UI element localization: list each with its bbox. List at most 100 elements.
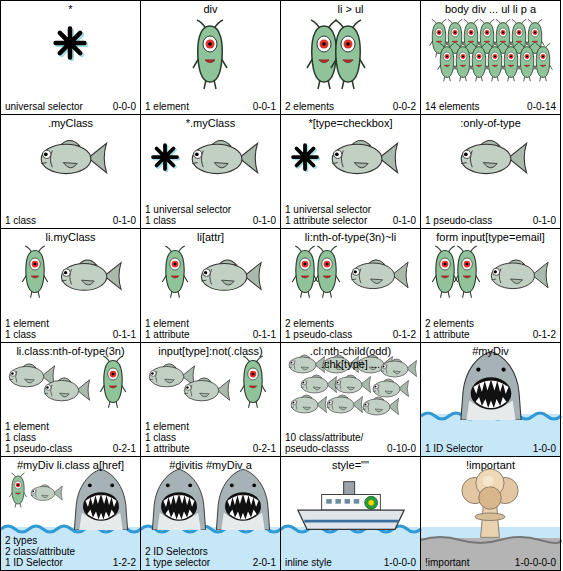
breakdown-line: 1 pseudo-class (285, 329, 389, 340)
specificity-panel: *.myClass 1 universal selector1 class 0-1-… (140, 114, 281, 229)
plankton (331, 20, 365, 89)
specificity-panel: li:nth-of-type(3n)~li2 elements1 pseudo-… (280, 228, 421, 343)
specificity-panel: #divitis #myDiv a2 ID Selectors1 type se… (140, 456, 281, 571)
panel-footer: 2 elements1 attribute0-1-2 (425, 318, 556, 340)
breakdown-line: 1 pseudo-class (5, 443, 109, 454)
selector-title: style="" (285, 459, 416, 472)
fish (461, 141, 526, 174)
panel-footer: 1 class 0-1-0 (5, 215, 136, 226)
universal-star (153, 145, 179, 171)
fish (201, 260, 261, 290)
shark (74, 469, 127, 530)
universal-star (56, 29, 87, 60)
selector-breakdown: 1 universal selector1 class (145, 204, 249, 226)
shark (216, 469, 269, 530)
panel-footer: 2 elements 0-0-2 (285, 101, 416, 112)
breakdown-line: 1 ID Selector (425, 443, 529, 454)
selector-title: #myDiv (425, 345, 556, 358)
panel-footer: 10 class/attribute/ pseudo-classs 0-10-0 (285, 432, 416, 454)
breakdown-line: 1 element (145, 318, 249, 329)
specificity-panel: style="" inline style1-0-0-0 (280, 456, 421, 571)
explosion (462, 469, 518, 537)
selector-breakdown: universal selector (5, 101, 109, 112)
selector-title: li.myClass (5, 231, 136, 244)
ground (421, 537, 561, 570)
specificity-score: 1-0-0 (533, 443, 556, 454)
specificity-score: 0-0-2 (393, 101, 416, 112)
selector-breakdown: 1 element1 class1 pseudo-class (5, 421, 109, 454)
plankton (162, 246, 188, 298)
panel-footer: 1 element1 attribute0-1-1 (145, 318, 276, 340)
panel-footer: 1 pseudo-class 0-1-0 (425, 215, 556, 226)
specificity-score: 0-0-14 (527, 101, 556, 112)
selector-title: *.myClass (145, 117, 276, 130)
plankton (292, 246, 318, 298)
panel-footer: 1 element1 class 0-1-1 (5, 318, 136, 340)
shark (461, 351, 521, 420)
breakdown-line: 1 element (5, 318, 109, 329)
selector-title: li > ul (285, 3, 416, 16)
specificity-score: 0-1-0 (113, 215, 136, 226)
specificity-score: 0-1-2 (393, 329, 416, 340)
breakdown-line: 10 class/attribute/ pseudo-classs (285, 432, 383, 454)
selector-breakdown: 2 types2 class/attribute1 ID Selector (5, 535, 109, 568)
specificity-panel: input[type]:not(.class) 1 element1 class1… (140, 342, 281, 457)
specificity-score: 0-1-1 (113, 329, 136, 340)
fish (332, 141, 397, 174)
breakdown-line: 1 class (145, 215, 249, 226)
breakdown-line: 1 element (145, 101, 249, 112)
specificity-score: 2-0-1 (253, 557, 276, 568)
selector-breakdown: 14 elements (425, 101, 523, 112)
specificity-score: 0-1-0 (533, 215, 556, 226)
selector-title: li.class:nth-of-type(3n) (5, 345, 136, 358)
specificity-score: 0-0-0 (113, 101, 136, 112)
universal-star (293, 145, 319, 171)
selector-title: input[type]:not(.class) (145, 345, 276, 358)
selector-breakdown: 1 ID Selector (425, 443, 529, 454)
selector-breakdown: 1 pseudo-class (425, 215, 529, 226)
selector-breakdown: 1 element1 class1 attribute (145, 421, 249, 454)
specificity-panel: :only-of-type1 pseudo-class0-1-0 (420, 114, 561, 229)
ship (298, 482, 404, 530)
selector-breakdown: 2 elements1 attribute (425, 318, 529, 340)
specificity-score: 0-10-0 (387, 443, 416, 454)
specificity-score: 0-1-1 (253, 329, 276, 340)
breakdown-line: 2 elements (425, 318, 529, 329)
breakdown-line: 1 universal selector (145, 204, 249, 215)
specificity-score: 1-2-2 (113, 557, 136, 568)
fish (44, 378, 89, 401)
panel-footer: 1 ID Selector 1-0-0 (425, 443, 556, 454)
breakdown-line: 14 elements (425, 101, 523, 112)
specificity-panel: #myDiv 1 ID Selector 1-0-0 (420, 342, 561, 457)
selector-breakdown: 1 universal selector1 attribute selector (285, 204, 389, 226)
selector-title: li[attr] (145, 231, 276, 244)
plankton (22, 246, 48, 298)
panel-footer: inline style1-0-0-0 (285, 557, 416, 568)
specificity-panel: !important!important1-0-0-0-0 (420, 456, 561, 571)
selector-title: form input[type=email] (425, 231, 556, 244)
breakdown-line: 1 type selector (145, 557, 249, 568)
selector-breakdown: 1 element1 class (5, 318, 109, 340)
selector-breakdown: 2 elements1 pseudo-class (285, 318, 389, 340)
panel-footer: 1 element0-0-1 (145, 101, 276, 112)
breakdown-line: 2 elements (285, 101, 389, 112)
panel-footer: 14 elements 0-0-14 (425, 101, 556, 112)
selector-title: .cl:nth-child(odd) .chk[type] ... (285, 345, 416, 371)
panel-footer: 1 element1 class1 attribute0-2-1 (145, 421, 276, 454)
fish (41, 141, 106, 174)
specificity-panel: li.class:nth-of-type(3n) 1 element1 class… (0, 342, 141, 457)
breakdown-line: 2 ID Selectors (145, 546, 249, 557)
breakdown-line: 1 class (5, 215, 109, 226)
specificity-panel: div1 element0-0-1 (140, 0, 281, 115)
plankton (454, 246, 480, 298)
selector-breakdown: 1 element (145, 101, 249, 112)
specificity-score: 0-1-0 (253, 215, 276, 226)
fish (9, 364, 54, 387)
specificity-panel: *universal selector0-0-0 (0, 0, 141, 115)
breakdown-line: 2 class/attribute (5, 546, 109, 557)
specificity-panel: #myDiv li.class a[href]2 types2 class/at… (0, 456, 141, 571)
breakdown-line: universal selector (5, 101, 109, 112)
panel-footer: 2 types2 class/attribute1 ID Selector 1-2… (5, 535, 136, 568)
selector-breakdown: !important (425, 557, 511, 568)
